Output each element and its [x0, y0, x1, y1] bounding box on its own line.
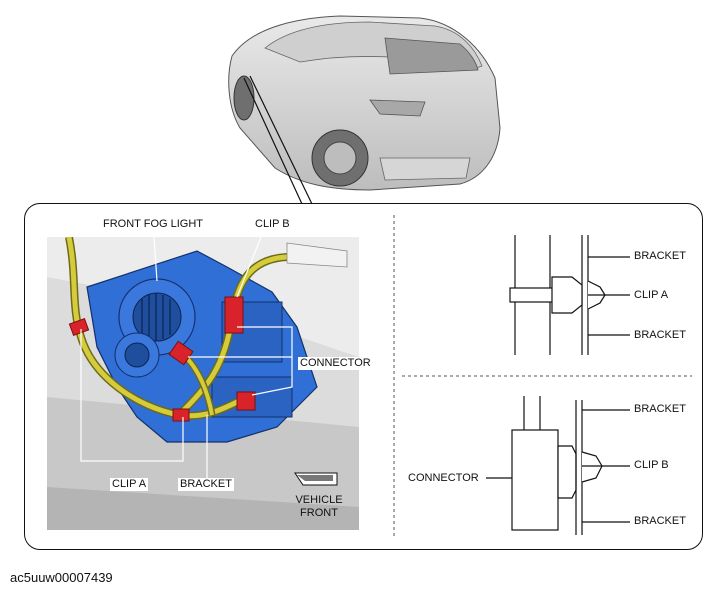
detail-b-clip-label: CLIP B — [632, 459, 671, 472]
label-clip-a: CLIP A — [110, 478, 149, 491]
vehicle-illustration — [228, 15, 501, 191]
callout-pointer — [243, 75, 313, 205]
clip-a-section-diagram — [509, 235, 630, 355]
label-vehicle-front: VEHICLE FRONT — [290, 494, 348, 520]
label-front-fog-light: FRONT FOG LIGHT — [101, 218, 206, 231]
label-clip-b: CLIP B — [253, 218, 292, 231]
figure-id: ac5uuw00007439 — [10, 570, 113, 585]
label-vehicle-front-line2: FRONT — [300, 507, 338, 519]
detail-a-clip-label: CLIP A — [632, 289, 671, 302]
detail-a-bracket-bottom: BRACKET — [632, 329, 688, 342]
detail-a-bracket-top: BRACKET — [632, 250, 688, 263]
frame-dividers — [393, 215, 692, 539]
label-bracket: BRACKET — [178, 478, 234, 491]
detail-b-bracket-bottom: BRACKET — [632, 515, 688, 528]
clip-b-section-diagram — [486, 396, 630, 535]
label-vehicle-front-line1: VEHICLE — [295, 494, 343, 506]
detail-b-connector-label: CONNECTOR — [406, 472, 481, 485]
label-connector: CONNECTOR — [298, 357, 373, 370]
detail-b-bracket-top: BRACKET — [632, 403, 688, 416]
